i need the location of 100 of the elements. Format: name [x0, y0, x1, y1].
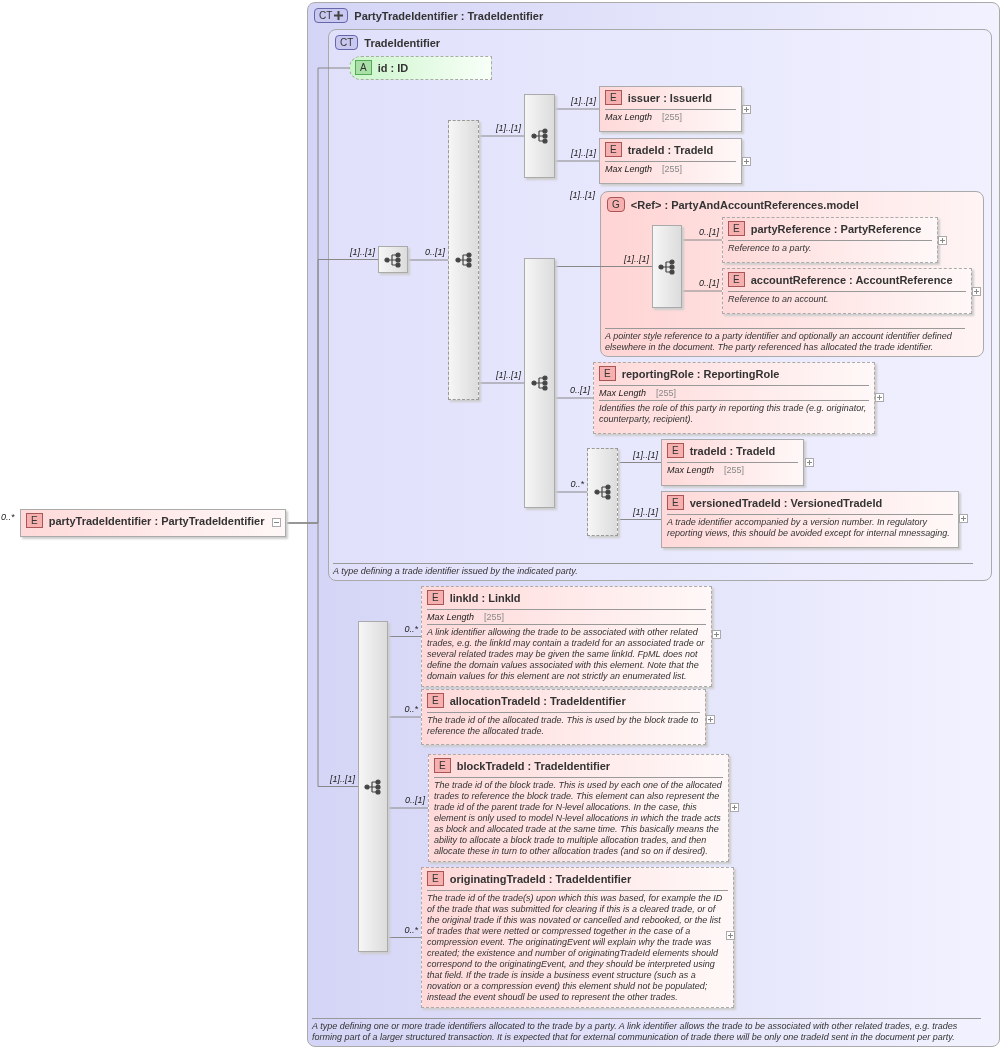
description-text: Identifies the role of this party in reporting this trade (e.g. originator, counterparty, recipient). [599, 400, 869, 425]
connector-line [554, 160, 600, 162]
facet-label: Max Length [605, 164, 653, 174]
edge-label: [1]..[1] [330, 773, 355, 784]
element-name: reportingRole : ReportingRole [621, 367, 780, 380]
edge-label: 0..[1] [699, 227, 719, 237]
choice-compositor [587, 448, 618, 536]
facet-value: [255] [656, 388, 677, 398]
type-badge: A [355, 60, 372, 75]
facet-value: [255] [662, 164, 683, 174]
cardinality-label: 0..* [1, 512, 15, 522]
element-name: allocationTradeId : TradeIdentifier [449, 694, 626, 707]
type-badge: E [427, 693, 444, 708]
description-text: Reference to a party. [728, 240, 932, 254]
edge-label: [1]..[1] [571, 148, 596, 158]
connector-line [554, 108, 600, 110]
type-box [307, 2, 1000, 1047]
description-text: A trade identifier accompanied by a version number. In regulatory reporting views, this should be avoided except for internal mnessaging. [667, 514, 953, 539]
connector-line [478, 135, 525, 137]
type-name: PartyTradeIdentifier : TradeIdentifier [354, 9, 544, 22]
edge-label: 0..* [570, 479, 584, 489]
connector-line [681, 239, 723, 241]
facet-value: [255] [724, 465, 745, 475]
element-name: accountReference : AccountReference [750, 273, 953, 286]
connector-line [387, 937, 422, 938]
connector-line [617, 462, 662, 463]
type-badge: E [427, 871, 444, 886]
description-text: A type defining one or more trade identifiers allocated to the trade by a party. A link identifier allows the trade to be associated with other related trades, e.g. trades forming part of a larger structured transaction. It is expected that for external communication of trade there will be only one tradeId sent in the document per party. [312, 1018, 981, 1043]
element-box [661, 439, 804, 486]
element-name: tradeId : TradeId [627, 143, 714, 156]
edge-label: 0..* [404, 924, 418, 935]
sequence-compositor [378, 246, 408, 273]
description-text: A link identifier allowing the trade to be associated with other related trades, e.g. the linkId may contain a tradeId for an associated trade or several related trades may be given the same linkId. FpML does not define the domain values associated with this element. Note that the domain values for this element are not strictly an enumerated list. [427, 624, 706, 682]
element-name: versionedTradeId : VersionedTradeId [689, 496, 883, 509]
description-text: The trade id of the trade(s) upon which this was based, for example the ID of the trade that was submitted for clearing if this is a cleared trade, or of the original trade if this was novated or cancelled and rebooked, or the list of trades that were netted or compressed together in the case of a compression event. The originatingEvent will explain why the trade was created; the existence and number of originatingTradeId elements should correspond to the originatingEvent, and they should be interpreted using that field. If the trade is inside a business event structure (such as a novation or a compression event) this element shuld not be populated; instead the event shoudl be used to represent the other trades. [427, 890, 728, 1003]
element-box [421, 586, 712, 687]
element-name: partyTradeIdentifier : PartyTradeIdentifier [48, 514, 265, 527]
edge-label: 0..[1] [425, 247, 445, 257]
connector-line [554, 491, 588, 493]
element-box [722, 217, 938, 263]
type-badge: E [728, 221, 745, 236]
type-name: TradeIdentifier [364, 36, 441, 49]
cardinality-label: [1]..[1] [570, 190, 595, 200]
type-badge: E [605, 142, 622, 157]
facet-label: Max Length [605, 112, 653, 122]
connector-line [387, 636, 422, 637]
connector-line [681, 290, 723, 292]
type-box [600, 191, 984, 357]
element-box [421, 689, 706, 745]
attribute-box [349, 56, 492, 80]
facet-value: [255] [662, 112, 683, 122]
connector-line [285, 522, 359, 787]
type-badge: E [728, 272, 745, 287]
sequence-compositor [358, 621, 388, 952]
connector-line [407, 259, 449, 261]
element-name: originatingTradeId : TradeIdentifier [449, 872, 632, 885]
description-text: A type defining a trade identifier issued by the indicated party. [333, 563, 973, 577]
type-name: <Ref> : PartyAndAccountReferences.model [630, 198, 859, 211]
element-box [599, 86, 742, 132]
element-name: id : ID [377, 61, 409, 74]
element-name: tradeId : TradeId [689, 444, 776, 457]
edge-label: 0..[1] [699, 278, 719, 288]
sequence-compositor [652, 225, 682, 308]
type-badge: E [427, 590, 444, 605]
connector-line [387, 807, 429, 809]
facet-label: Max Length [599, 388, 647, 398]
edge-label: [1]..[1] [633, 449, 658, 460]
edge-label: 0..[1] [405, 795, 425, 805]
element-name: issuer : IssuerId [627, 91, 713, 104]
edge-label: [1]..[1] [496, 123, 521, 133]
element-box [722, 268, 972, 314]
type-badge: E [605, 90, 622, 105]
element-box [599, 138, 742, 184]
type-badge: CT [314, 8, 349, 23]
connector-line [554, 397, 594, 399]
edge-label: 0..[1] [570, 385, 590, 395]
type-badge: E [434, 758, 451, 773]
element-box [428, 754, 729, 862]
edge-label: [1]..[1] [633, 506, 658, 517]
type-badge: G [607, 197, 625, 212]
edge-label: [1]..[1] [571, 96, 596, 106]
sequence-compositor [524, 94, 555, 178]
connector-line [478, 382, 525, 384]
element-name: partyReference : PartyReference [750, 222, 922, 235]
edge-label: [1]..[1] [624, 253, 649, 264]
element-box [593, 362, 875, 434]
element-box [421, 867, 734, 1008]
choice-compositor [448, 120, 479, 400]
type-badge: E [667, 443, 684, 458]
description-text: A pointer style reference to a party identifier and optionally an account identifier defined elsewhere in the document. The party referenced has allocated the trade identifier. [605, 328, 965, 353]
facet-label: Max Length [427, 612, 475, 622]
connector-line [554, 266, 653, 267]
edge-label: [1]..[1] [496, 370, 521, 380]
element-name: blockTradeId : TradeIdentifier [456, 759, 611, 772]
connector-line [617, 519, 662, 520]
sequence-compositor [524, 258, 555, 508]
element-box [20, 509, 286, 537]
type-box [328, 29, 992, 581]
element-name: linkId : LinkId [449, 591, 521, 604]
edge-label: 0..* [404, 704, 418, 714]
